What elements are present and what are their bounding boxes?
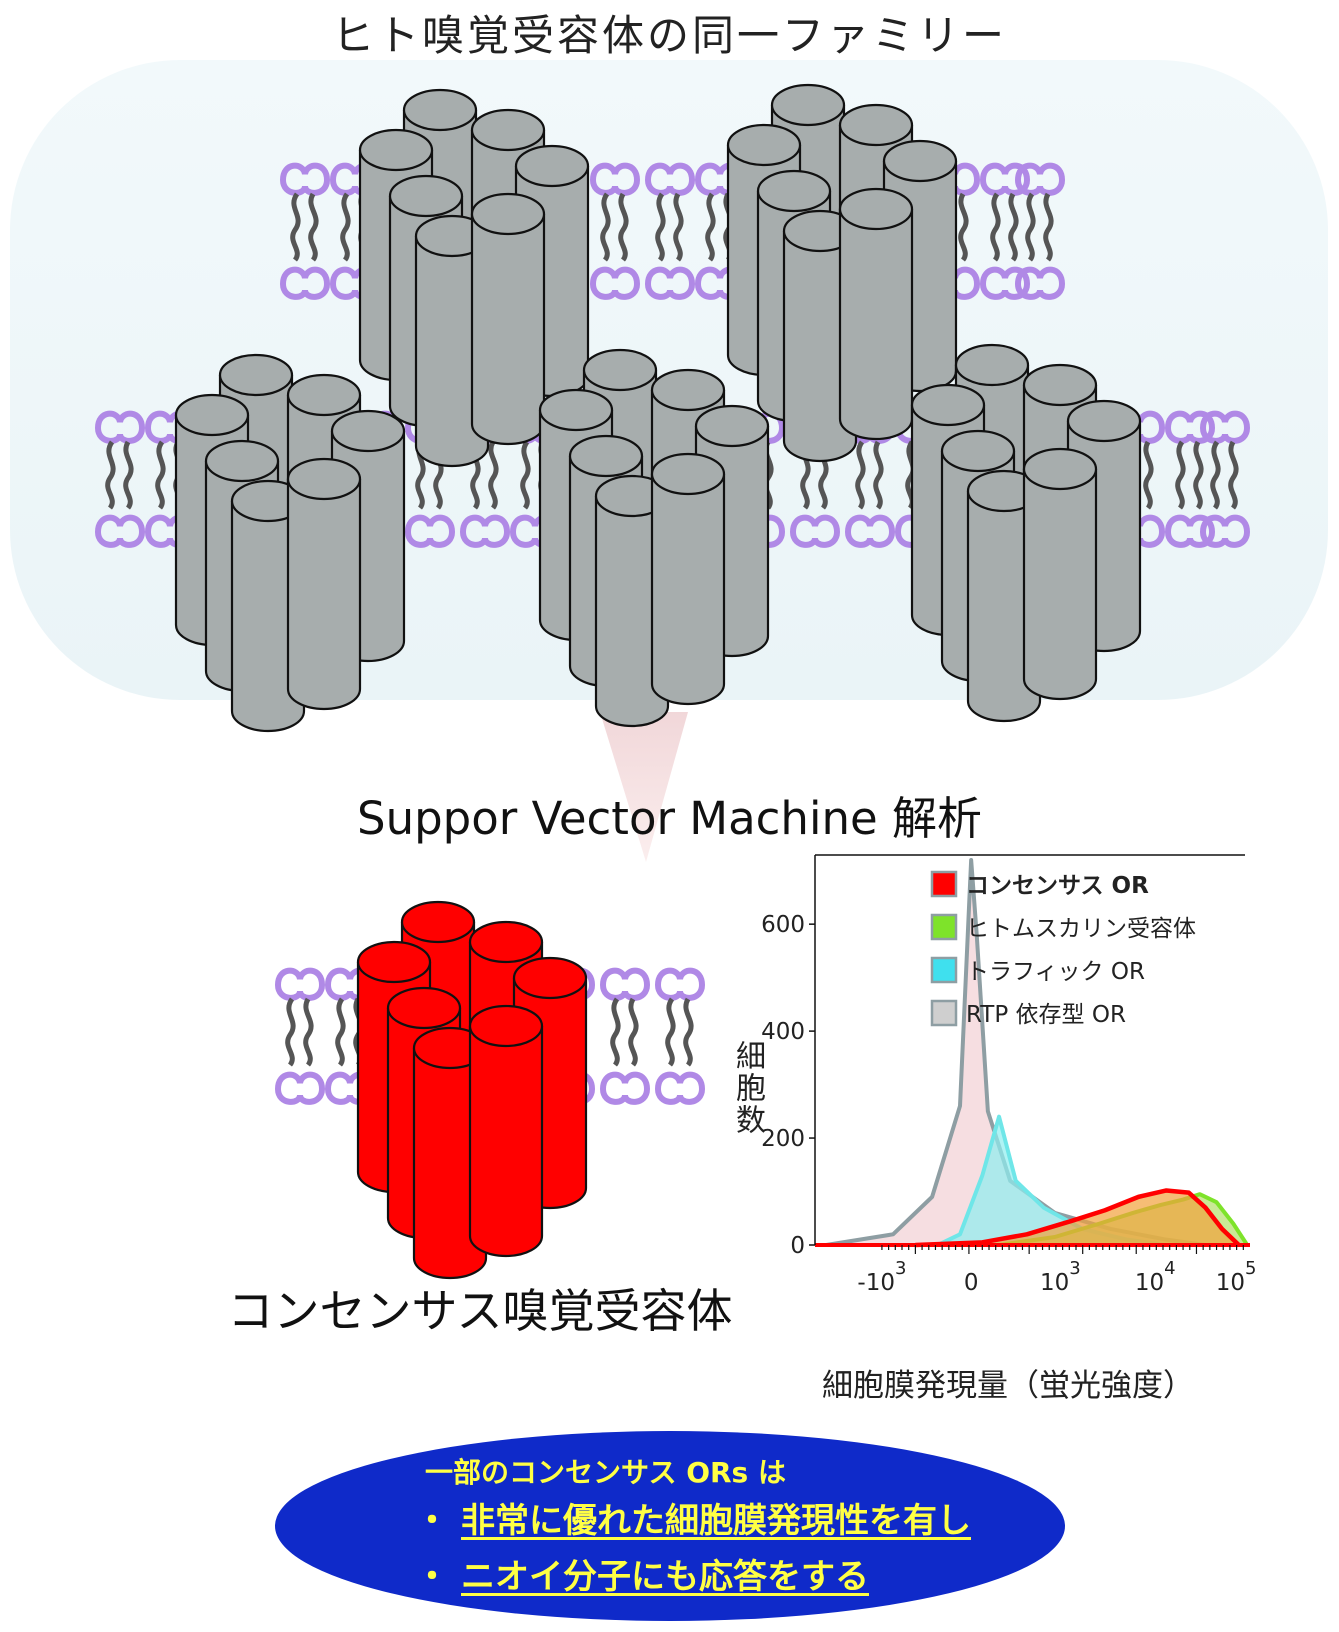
helix-cylinder (230, 479, 306, 733)
receptor-clusters (174, 83, 1142, 1280)
receptor-cluster (726, 83, 958, 463)
legend-label: トラフィック OR (966, 959, 1145, 985)
receptor-cluster (174, 353, 406, 733)
series-area (937, 1116, 1167, 1245)
receptor-cluster (358, 88, 590, 468)
legend-swatch (930, 870, 958, 898)
helix-cylinder (650, 452, 726, 706)
legend-label: ヒトムスカリン受容体 (966, 916, 1196, 942)
page-title: ヒト嗅覚受容体の同一ファミリー (331, 11, 1007, 60)
x-tick-label: 103 (1040, 1258, 1081, 1296)
summary-heading: 一部のコンセンサス ORs は (425, 1456, 786, 1489)
receptor-cluster (538, 348, 770, 728)
helix-cylinder (470, 192, 546, 446)
y-tick-label: 400 (761, 1019, 805, 1045)
summary-box: 一部のコンセンサス ORs は ・非常に優れた細胞膜発現性を有し ・ニオイ分子に… (275, 1433, 1065, 1618)
consensus-receptor-label: コンセンサス嗅覚受容体 (227, 1284, 733, 1338)
lipid-molecule (603, 971, 647, 1102)
expression-histogram: 0 200 400 600 -103 0 103 104 105 コンセンサス OR ヒトムスカリ… (761, 854, 1257, 1296)
helix-cylinder (838, 187, 914, 441)
x-tick-label: 105 (1216, 1258, 1257, 1296)
bullet-icon: ・ (415, 1557, 449, 1597)
helix-cylinder (286, 457, 362, 711)
y-tick-label: 600 (761, 912, 805, 938)
legend-label: RTP 依存型 OR (966, 1002, 1126, 1028)
legend-swatch (930, 956, 958, 984)
chart-y-label: 細胞数 (730, 1040, 765, 1136)
down-arrow-icon (600, 712, 688, 862)
series-line (915, 1188, 1241, 1248)
series-area (915, 1190, 1239, 1245)
y-tick-label: 0 (790, 1233, 805, 1259)
svm-analysis-label: Suppor Vector Machine 解析 (357, 792, 982, 845)
x-tick-label: -103 (857, 1258, 906, 1296)
helix-cylinder (468, 1004, 544, 1258)
x-tick-label: 0 (964, 1270, 979, 1296)
lipid-molecule (658, 971, 702, 1102)
summary-point-2: ・ニオイ分子にも応答をする (415, 1549, 869, 1598)
legend-swatch (930, 999, 958, 1027)
summary-point-text: ニオイ分子にも応答をする (461, 1557, 869, 1597)
legend-swatch (930, 913, 958, 941)
helix-cylinder (1022, 447, 1098, 701)
receptor-cluster (910, 343, 1142, 723)
bullet-icon: ・ (415, 1501, 449, 1541)
helix-cylinder (966, 469, 1042, 723)
consensus-receptor-cluster (356, 900, 588, 1280)
y-tick-label: 200 (761, 1126, 805, 1152)
summary-point-text: 非常に優れた細胞膜発現性を有し (461, 1501, 971, 1541)
summary-ellipse (275, 1431, 1065, 1621)
chart-x-label: 細胞膜発現量（蛍光強度） (822, 1368, 1194, 1404)
lipid-molecule (278, 971, 322, 1102)
helix-cylinder (594, 474, 670, 728)
legend-label: コンセンサス OR (966, 873, 1149, 899)
summary-point-1: ・非常に優れた細胞膜発現性を有し (415, 1493, 971, 1542)
helix-cylinder (414, 214, 490, 468)
helix-cylinder (782, 209, 858, 463)
x-tick-label: 104 (1135, 1258, 1176, 1296)
